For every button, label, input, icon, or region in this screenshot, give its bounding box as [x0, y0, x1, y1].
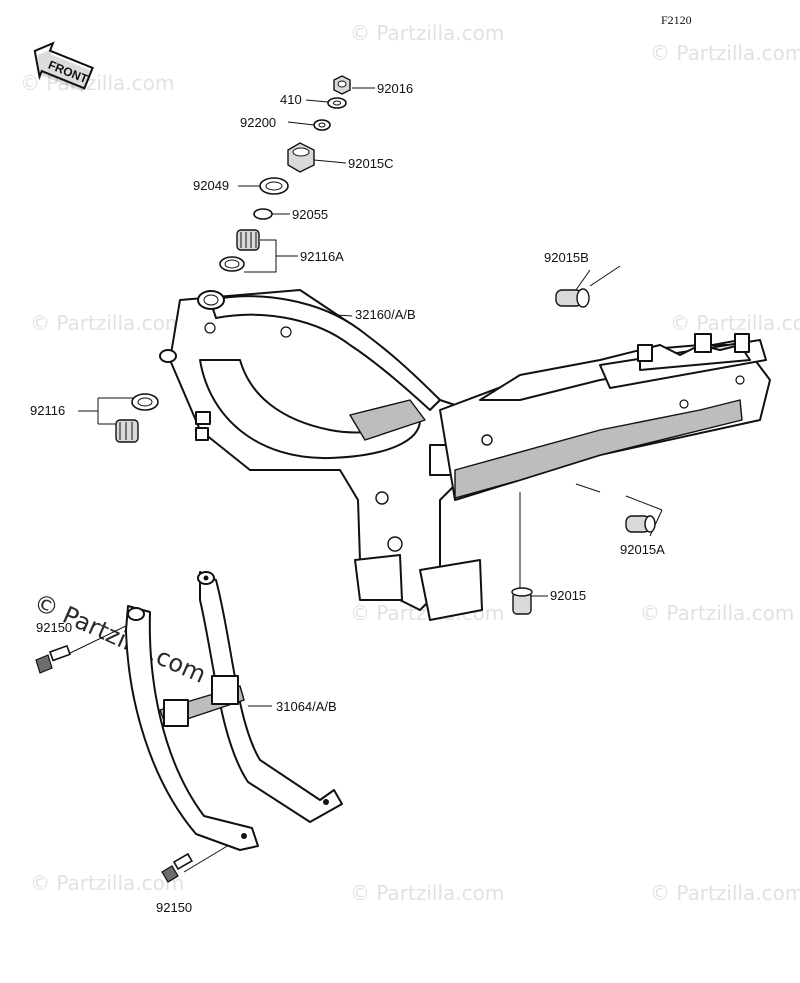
part-label-32160: 32160/A/B: [355, 307, 416, 322]
watermark: © Partzilla.com: [30, 871, 184, 895]
down-tube-assembly: [125, 571, 343, 851]
part-label-92016: 92016: [377, 81, 413, 96]
steering-bearing-stack: [219, 75, 351, 272]
part-label-92150-bottom: 92150: [156, 900, 192, 915]
lower-bearing-part: [115, 393, 159, 443]
watermark: © Partzilla.com: [30, 311, 184, 335]
part-label-92015c: 92015C: [348, 156, 394, 171]
part-label-92049: 92049: [193, 178, 229, 193]
part-label-92200: 92200: [240, 115, 276, 130]
diagram-code: F2120: [661, 13, 692, 27]
oring-part: [253, 208, 273, 220]
part-label-92116: 92116: [30, 403, 65, 418]
bearing-part: [236, 229, 260, 251]
part-label-92150-top: 92150: [36, 620, 72, 635]
watermark: © Partzilla.com: [650, 881, 800, 905]
main-frame: [159, 289, 771, 621]
plug-part-92015a: [625, 515, 656, 533]
part-label-92015a: 92015A: [620, 542, 665, 557]
watermark: © Partzilla.com: [670, 311, 800, 335]
stem-nut-part: [287, 142, 315, 173]
bolt-part-92150-bottom: [161, 852, 193, 883]
watermark: © Partzilla.com: [650, 41, 800, 65]
plug-part-92015: [511, 587, 533, 615]
watermark: © Partzilla.com: [20, 71, 174, 95]
front-arrow-icon: FRONT: [33, 41, 94, 93]
part-label-92015b: 92015B: [544, 250, 589, 265]
part-labels: 92016 410 92200 92015C 92049 92055 92116…: [30, 81, 665, 915]
bolt-part-92150-top: [35, 644, 72, 674]
leader-lines: [63, 87, 663, 873]
part-label-92116a: 92116A: [300, 249, 344, 264]
part-label-92015: 92015: [550, 588, 586, 603]
watermark: © Partzilla.com: [350, 21, 504, 45]
plug-part-92015b: [555, 288, 590, 308]
part-label-31064: 31064/A/B: [276, 699, 337, 714]
watermark-prominent: © Partzilla.com: [30, 588, 211, 689]
part-label-92055: 92055: [292, 207, 328, 222]
watermark: © Partzilla.com: [640, 601, 794, 625]
watermark: © Partzilla.com: [350, 881, 504, 905]
part-label-410: 410: [280, 92, 302, 107]
